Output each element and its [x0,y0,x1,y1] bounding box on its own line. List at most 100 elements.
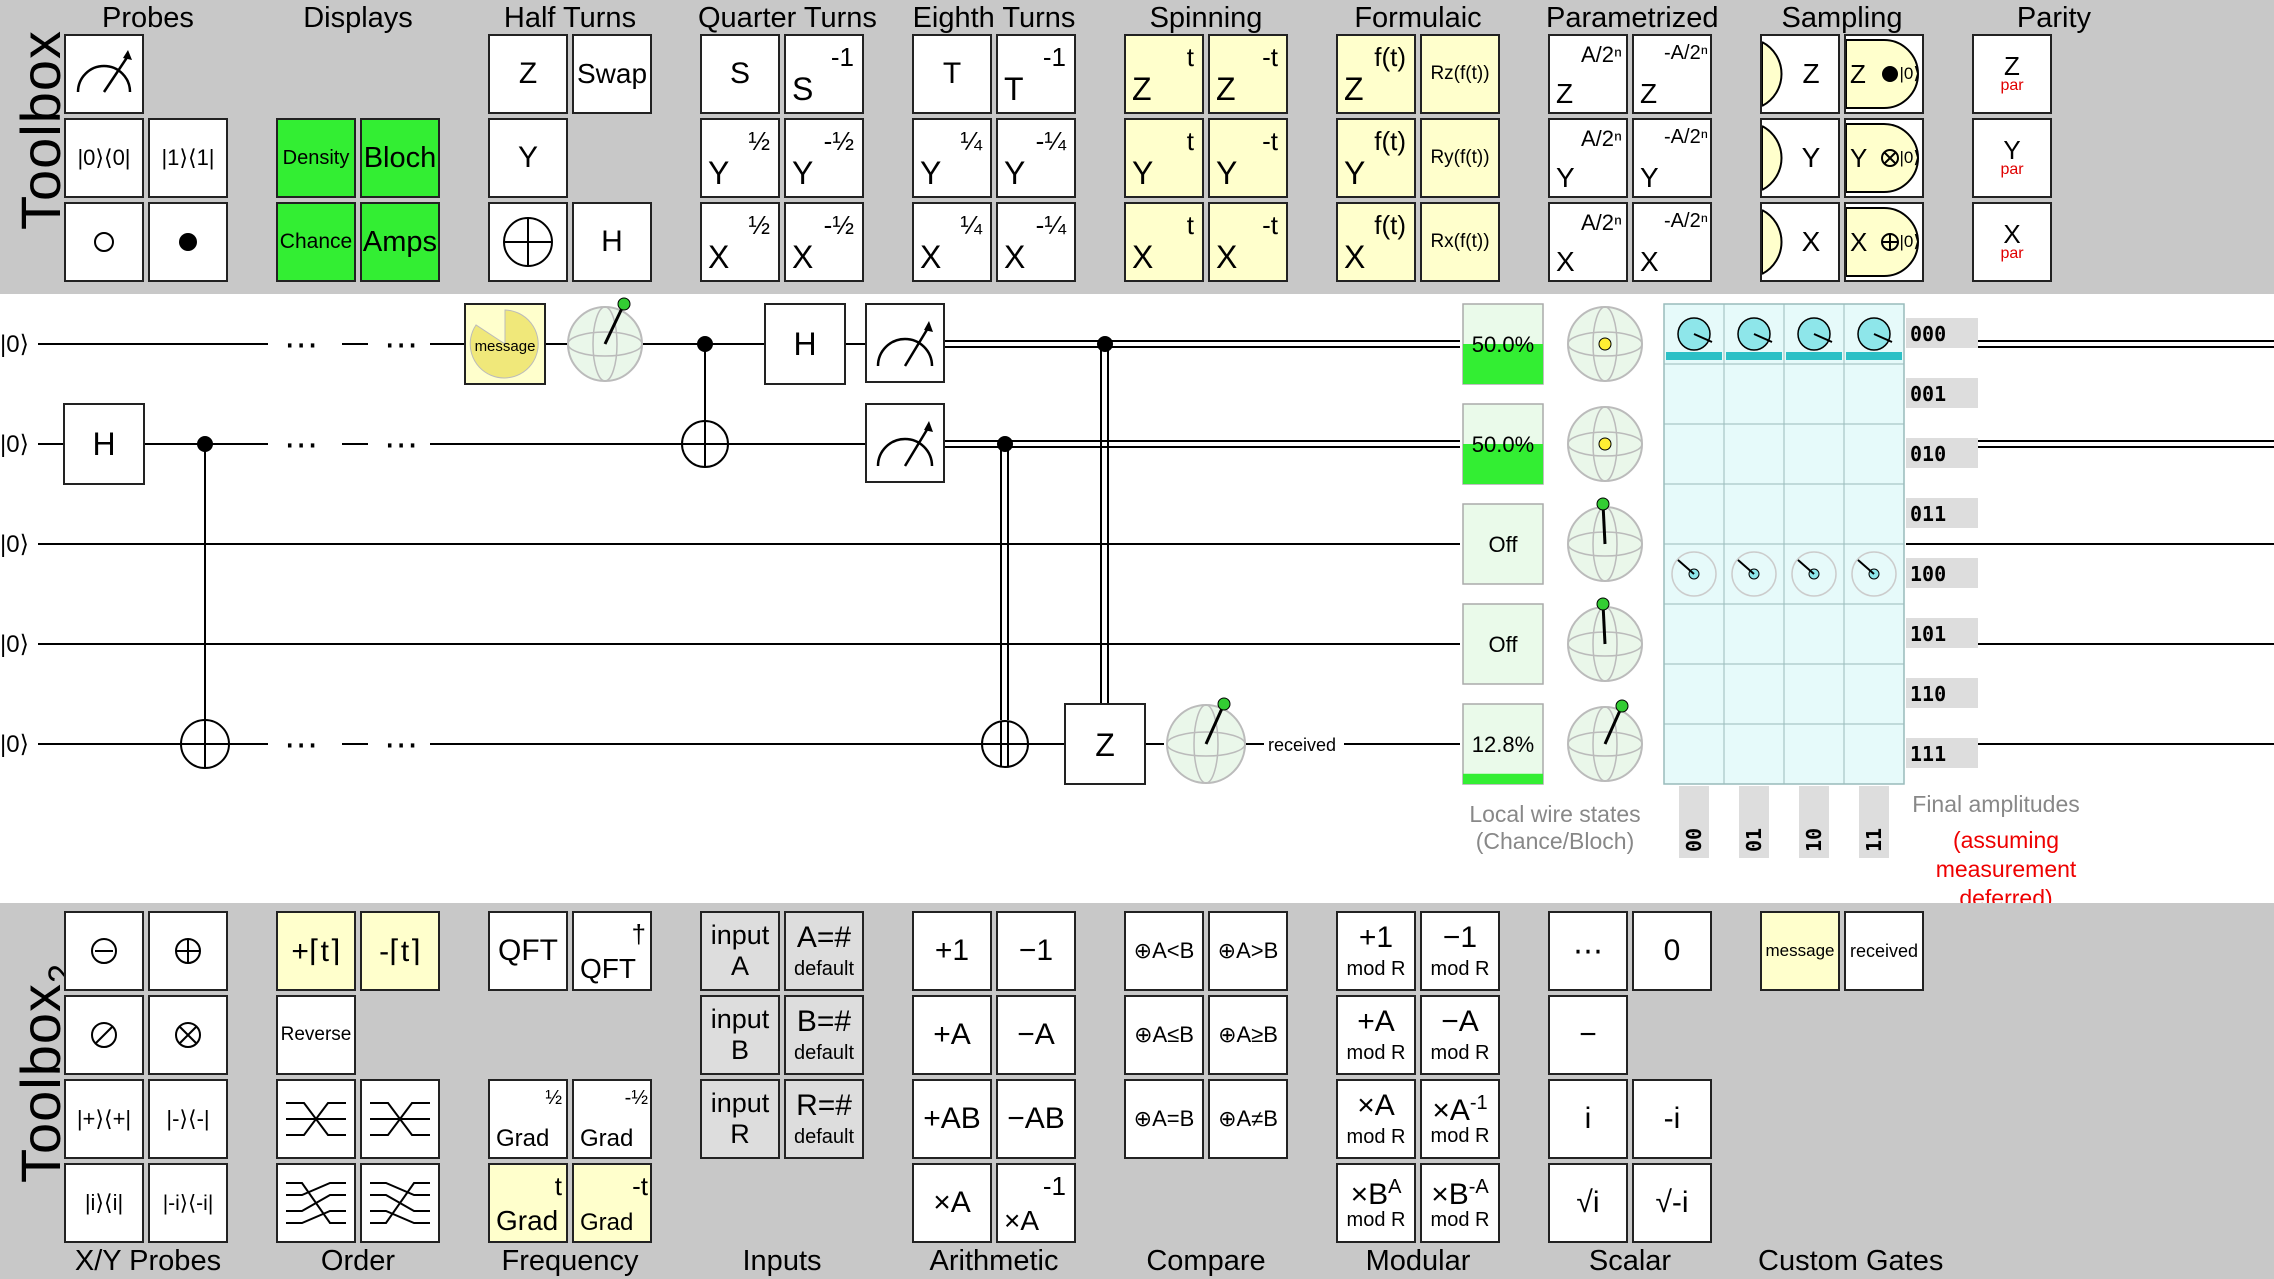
gate-t[interactable]: T [912,34,992,114]
gate-z-detector[interactable]: Z [1760,34,1840,114]
gate-postselect-neg-i[interactable]: |-i⟩⟨-i| [148,1163,228,1243]
chance-display-4[interactable]: 12.8% [1462,703,1544,785]
gate-i[interactable]: i [1548,1079,1628,1159]
gate-add-ab[interactable]: +AB [912,1079,992,1159]
gate-sqrt-neg-i[interactable]: √-i [1632,1163,1712,1243]
gate-postselect-on[interactable]: |1⟩⟨1| [148,118,228,198]
gate-qft[interactable]: QFT [488,911,568,991]
gate-reverse-cycle-bits[interactable]: -⌈t⌉ [360,911,440,991]
gate-y-control[interactable] [148,995,228,1075]
bloch-sphere-wire4[interactable] [1166,697,1246,784]
gate-cycle-bits[interactable]: +⌈t⌉ [276,911,356,991]
circuit-message-gate[interactable]: message [464,303,546,385]
gate-z[interactable]: Z [488,34,568,114]
gate-compare-gt[interactable]: ⊕A>B [1208,911,1288,991]
gate-compare-lt[interactable]: ⊕A<B [1124,911,1204,991]
chance-display-2[interactable]: Off [1462,503,1544,585]
gate-postselect-plus[interactable]: |+⟩⟨+| [64,1079,144,1159]
bloch-display-4[interactable] [1567,699,1643,782]
gate-grad-neg-t[interactable]: Grad-t [572,1163,652,1243]
wire-1[interactable] [38,440,2274,448]
gate-x-neg-quarter[interactable]: X-¼ [996,202,1076,282]
gate-h[interactable]: H [572,202,652,282]
gate-compare-ge[interactable]: ⊕A≥B [1208,995,1288,1075]
gate-anti-control[interactable] [64,202,144,282]
gate-y-detector[interactable]: Y [1760,118,1840,198]
gate-increment[interactable]: +1 [912,911,992,991]
gate-y-neg-quarter[interactable]: Y-¼ [996,118,1076,198]
chance-display-0[interactable]: 50.0% [1462,303,1544,385]
bloch-display-3[interactable] [1567,597,1643,682]
gate-chance-display[interactable]: Chance [276,202,356,282]
gate-rotate-bits-right[interactable] [360,1163,440,1243]
chance-display-3[interactable]: Off [1462,603,1544,685]
bloch-sphere-wire0[interactable] [567,297,643,382]
gate-density-display[interactable]: Density [276,118,356,198]
gate-sub-ab[interactable]: −AB [996,1079,1076,1159]
gate-x-neg-spin[interactable]: X-t [1208,202,1288,282]
bloch-display-1[interactable] [1567,406,1643,482]
gate-zero[interactable]: 0 [1632,911,1712,991]
circuit-h-gate-2[interactable]: H [764,303,846,385]
gate-control[interactable] [148,202,228,282]
gate-qft-inverse[interactable]: QFT† [572,911,652,991]
gate-rx-func[interactable]: Rx(f(t)) [1420,202,1500,282]
gate-compare-ne[interactable]: ⊕A≠B [1208,1079,1288,1159]
gate-default-b[interactable]: B=#default [784,995,864,1075]
gate-negate[interactable]: − [1548,995,1628,1075]
gate-x-control[interactable] [148,911,228,991]
gate-x-anti-control[interactable] [64,911,144,991]
gate-s-inverse[interactable]: S-1 [784,34,864,114]
gate-y-neg-spin[interactable]: Y-t [1208,118,1288,198]
gate-x-neg-param[interactable]: X-A/2ⁿ [1632,202,1712,282]
gate-reverse[interactable]: Reverse [276,995,356,1075]
gate-ry-func[interactable]: Ry(f(t)) [1420,118,1500,198]
circuit-cnot-2[interactable] [681,336,729,468]
gate-z-detect-reset[interactable]: Z |0⟩ [1844,34,1924,114]
gate-grad-neg-half[interactable]: Grad-½ [572,1079,652,1159]
custom-gate-message[interactable]: message [1760,911,1840,991]
gate-rotate-bits-left[interactable] [276,1163,356,1243]
gate-add-a[interactable]: +A [912,995,992,1075]
gate-default-r[interactable]: R=#default [784,1079,864,1159]
gate-postselect-i[interactable]: |i⟩⟨i| [64,1163,144,1243]
gate-y-neg-half[interactable]: Y-½ [784,118,864,198]
gate-sub-a[interactable]: −A [996,995,1076,1075]
gate-postselect-off[interactable]: |0⟩⟨0| [64,118,144,198]
chance-display-1[interactable]: 50.0% [1462,403,1544,485]
circuit-area[interactable]: |0⟩ |0⟩ |0⟩ |0⟩ |0⟩ [0,294,2274,903]
gate-measurement[interactable] [64,34,144,114]
amplitude-grid[interactable] [1663,303,1905,785]
gate-swap[interactable]: Swap [572,34,652,114]
gate-s[interactable]: S [700,34,780,114]
gate-default-a[interactable]: A=#default [784,911,864,991]
circuit-measure-1[interactable] [865,403,945,483]
custom-gate-received[interactable]: received [1844,911,1924,991]
gate-x-detect-reset[interactable]: X |0⟩ [1844,202,1924,282]
gate-z-neg-param[interactable]: Z-A/2ⁿ [1632,34,1712,114]
gate-y-anti-control[interactable] [64,995,144,1075]
gate-mul-a[interactable]: ×A [912,1163,992,1243]
